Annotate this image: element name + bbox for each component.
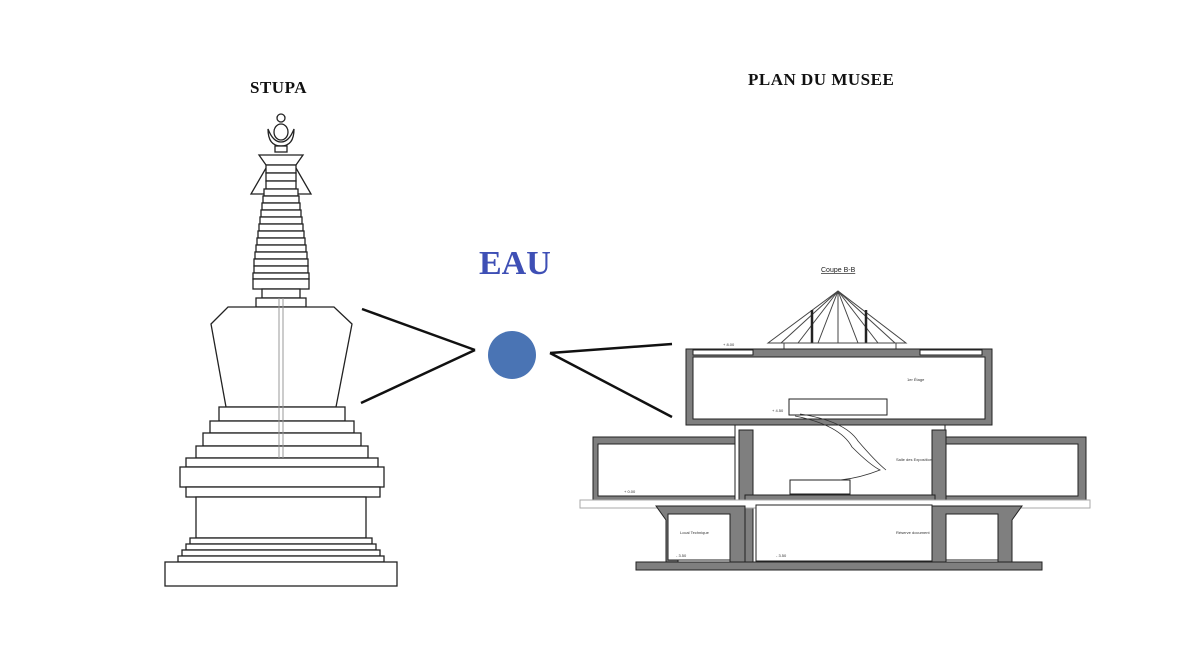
stupa-plinth [164,561,398,587]
stupa-tier-2 [209,420,355,434]
svg-text:+ 4.50: + 4.50 [772,408,784,413]
water-label: EAU [479,245,551,282]
water-circle [488,331,536,379]
svg-text:Réserve document: Réserve document [896,530,930,535]
stupa-step-1 [189,537,373,545]
stupa-umbrella [257,154,305,166]
museum-basement: Local Technique Réserve document - 3.50 … [579,499,1091,571]
stupa-harmika [252,278,310,290]
stupa-lower-connector [360,348,476,405]
stupa-finial-stem [274,145,288,153]
stupa-step-2 [185,543,377,551]
stupa-drum [195,496,367,539]
museum-section-drawing: Coupe B-B 1er Étage + 8.00 + 4.50 [579,267,1091,571]
stupa-sun-disc [273,123,289,141]
svg-text:1er Étage: 1er Étage [907,377,925,382]
svg-text:- 3.50: - 3.50 [776,553,787,558]
stupa-tier-3 [202,432,362,447]
museum-ground-floor: Salle des Exposition + 0.00 [592,424,1087,563]
stupa-harmika-base [255,297,307,308]
connector-lines [360,307,673,419]
stupa-step-3 [181,549,381,557]
stupa-tier-5 [185,457,379,468]
stupa-step-4 [177,555,385,563]
stupa-finial-top [276,113,286,123]
stupa-crescent [267,128,295,147]
stupa-dome [210,306,353,408]
stupa-drawing [164,113,398,587]
museum-roof-pyramid [766,290,908,352]
stupa-upper-connector [361,307,476,352]
svg-text:Local Technique: Local Technique [680,530,710,535]
stupa-tier-7 [185,486,381,498]
stupa-tier-6 [179,466,385,488]
svg-text:+ 0.00: + 0.00 [624,489,636,494]
svg-text:Salle des Exposition: Salle des Exposition [896,457,932,462]
stupa-tier-1 [218,406,346,422]
stupa-spire-rings [252,164,310,280]
svg-text:- 3.50: - 3.50 [676,553,687,558]
stupa-harmika-neck [261,288,301,299]
svg-text:+ 8.00: + 8.00 [723,342,735,347]
museum-upper-floor: 1er Étage + 8.00 + 4.50 [685,342,993,426]
stupa-title: STUPA [250,78,307,97]
museum-upper-connector [549,342,673,355]
stupa-tier-4 [195,445,369,459]
section-label: Coupe B-B [821,267,856,274]
museum-lower-connector [549,351,673,419]
museum-plan-title: PLAN DU MUSEE [748,70,895,89]
